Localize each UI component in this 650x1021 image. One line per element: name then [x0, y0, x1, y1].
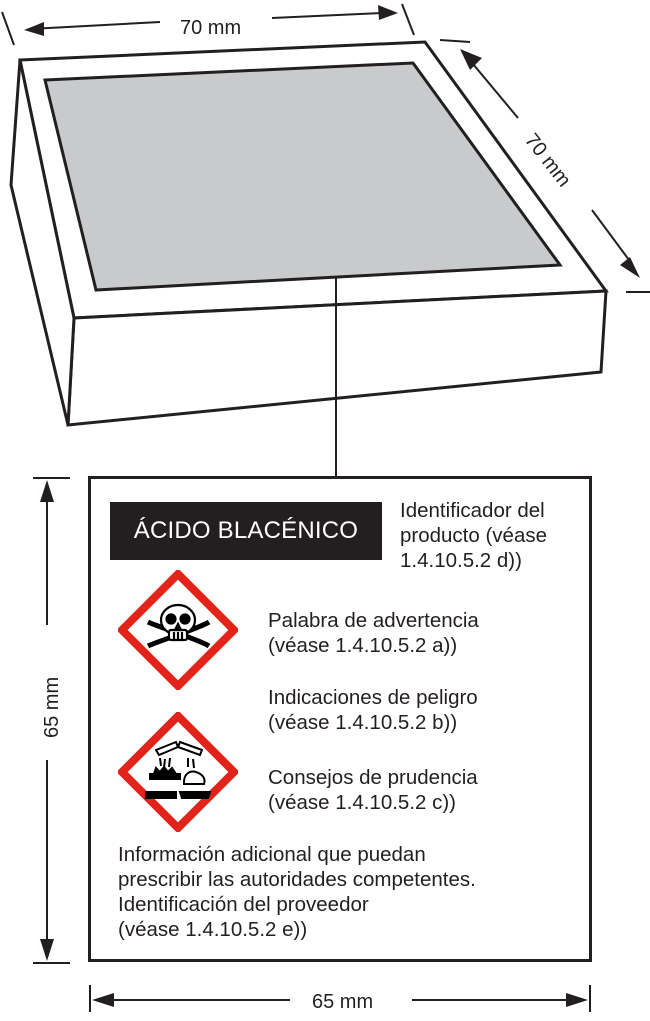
label-panel — [88, 476, 592, 962]
product-identifier-line-2: producto (véase — [400, 524, 548, 547]
dim-top-width-text: 70 mm — [180, 17, 241, 39]
additional-info-line-4: (véase 1.4.10.5.2 e)) — [118, 918, 308, 941]
product-name-banner: ÁCIDO BLACÉNICO — [110, 502, 382, 560]
dimension-label-height — [33, 477, 70, 964]
box-left-face — [9, 59, 76, 426]
dim-label-height-text: 65 mm — [41, 677, 63, 738]
dimension-depth — [439, 39, 650, 293]
additional-info-line-3: Identificación del proveedor — [118, 893, 369, 916]
hazard-statements-line-2: (véase 1.4.10.5.2 b)) — [268, 711, 458, 734]
dim-label-width-text: 65 mm — [312, 991, 373, 1013]
box-lid-area — [43, 61, 563, 292]
product-identifier-line-1: Identificador del — [400, 499, 545, 522]
signal-word-line-2: (véase 1.4.10.5.2 a)) — [268, 634, 458, 657]
hazard-statements-line-1: Indicaciones de peligro — [268, 686, 478, 709]
box-drawing — [9, 40, 609, 427]
precautionary-statements-line-1: Consejos de prudencia — [268, 766, 478, 789]
dimension-top-width — [1, 3, 415, 46]
product-identifier-line-3: 1.4.10.5.2 d)) — [400, 549, 522, 572]
dimension-label-width — [89, 985, 591, 1012]
skull-and-crossbones-icon — [118, 570, 238, 690]
signal-word-line-1: Palabra de advertencia — [268, 609, 479, 632]
precautionary-statements-line-2: (véase 1.4.10.5.2 c)) — [268, 791, 457, 814]
corrosion-icon — [118, 712, 238, 832]
additional-info-line-1: Información adicional que puedan — [118, 843, 426, 866]
additional-info-line-2: prescribir las autoridades competentes. — [118, 868, 476, 891]
